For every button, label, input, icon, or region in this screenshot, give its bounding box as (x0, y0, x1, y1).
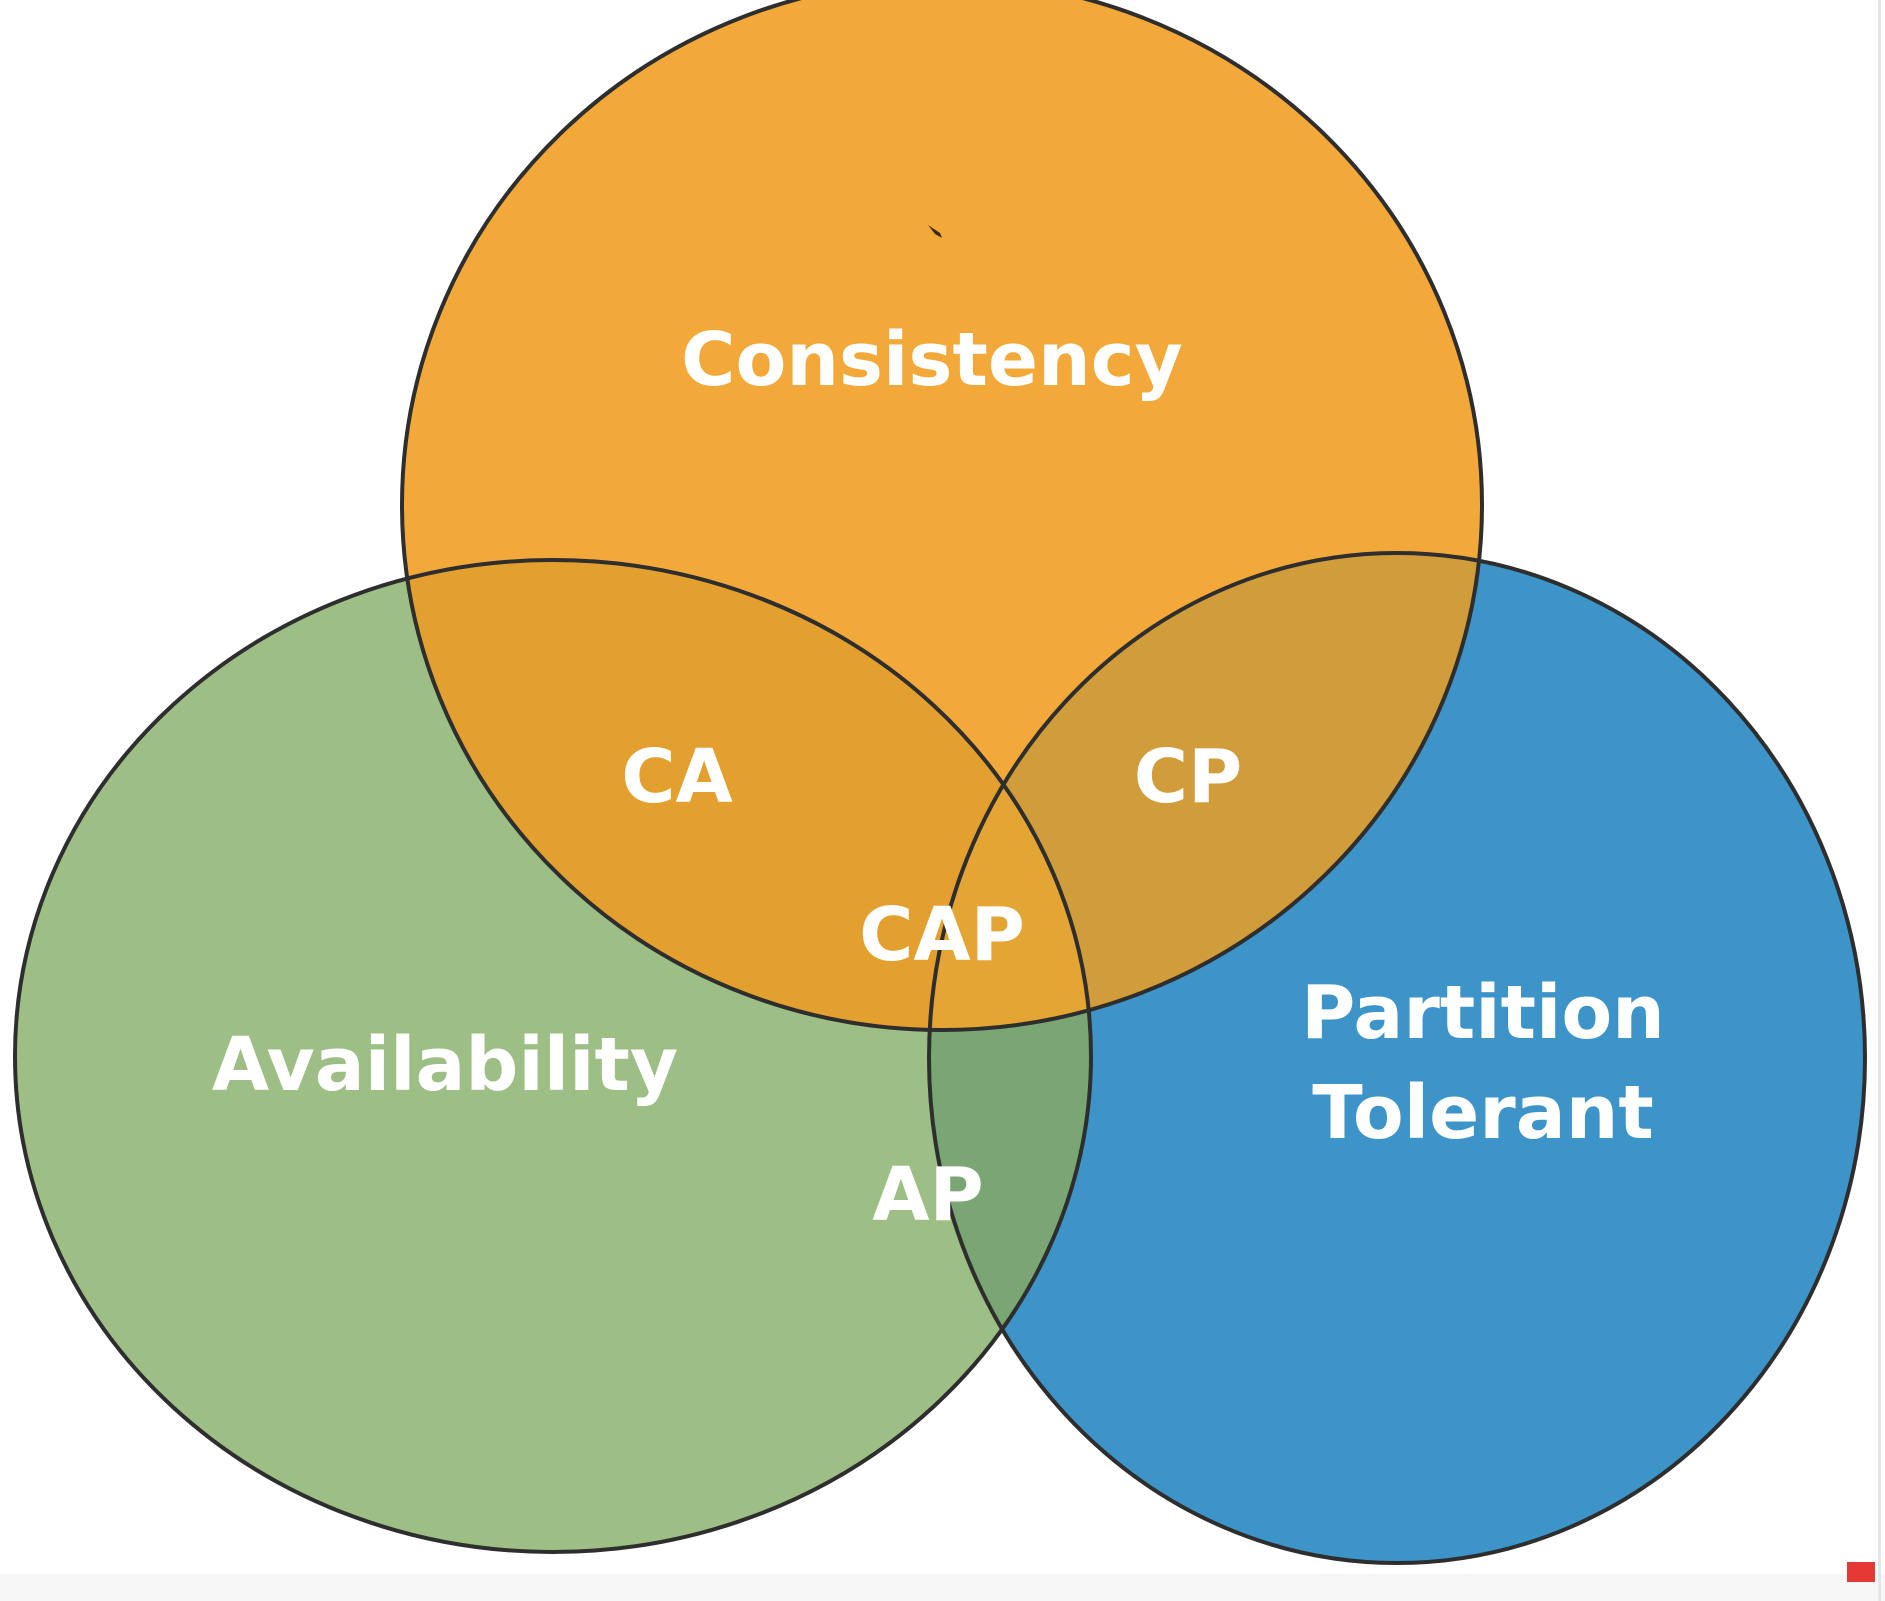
cp-region (929, 553, 1482, 1030)
consistency-outline (400, 0, 1484, 1032)
consistency-label: Consistency (681, 317, 1183, 403)
partition-tolerant-label-line2: Tolerant (1312, 1070, 1654, 1156)
cap-label: CAP (859, 892, 1025, 978)
partition-tolerant-outline (927, 551, 1867, 1565)
stray-mark (928, 225, 942, 238)
availability-label: Availability (212, 1022, 678, 1108)
right-edge-line (1878, 0, 1881, 1601)
ca-region (402, 560, 1091, 1030)
availability-outline (13, 558, 1093, 1554)
corner-marker (1847, 1562, 1875, 1582)
bottom-edge-band (0, 1574, 1885, 1601)
partition-tolerant-label-line1: Partition (1301, 970, 1665, 1056)
cp-label: CP (1134, 734, 1243, 820)
ca-label: CA (621, 734, 733, 820)
ap-label: AP (872, 1152, 984, 1238)
